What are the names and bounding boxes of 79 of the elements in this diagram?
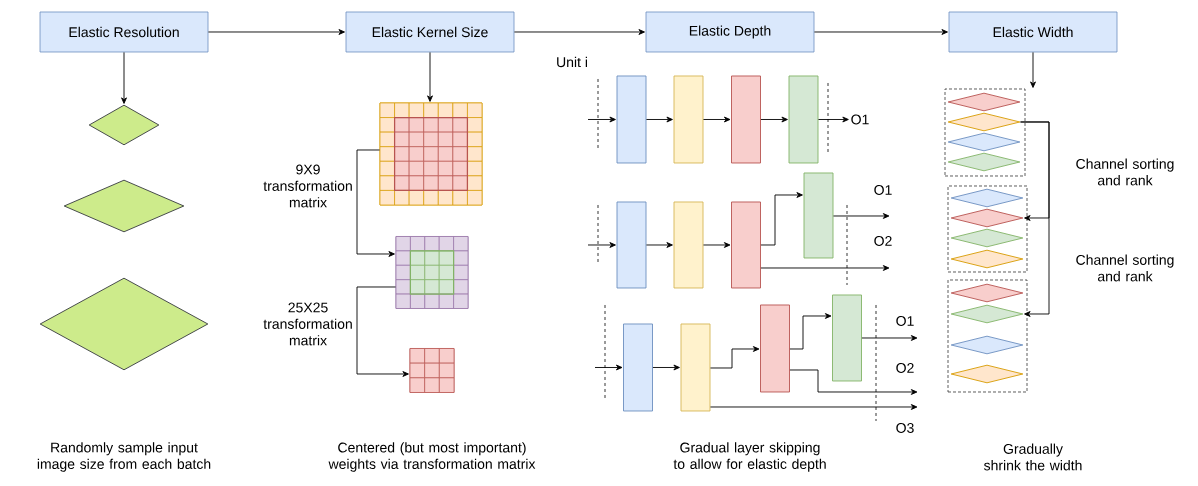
edge-label: 25X25 transformation matrix [263, 302, 352, 346]
arrow [513, 29, 645, 35]
unit-label: Unit i [557, 56, 587, 68]
edge-label: O2 [874, 236, 892, 246]
channel-diamond [947, 132, 1021, 152]
layer-block [673, 75, 704, 164]
image-diamond [39, 277, 209, 371]
caption-text: Centered (but most important) weights via transformation matrix [328, 442, 536, 472]
arrow [1030, 51, 1036, 88]
arrow [760, 116, 788, 123]
output-label: O1 [851, 114, 869, 125]
arrow [356, 286, 409, 377]
channel-diamond [950, 188, 1024, 208]
layer-block [616, 75, 647, 164]
arrow [710, 404, 918, 410]
kernel-grid [379, 102, 483, 206]
caption-text: Gradually shrink the width [984, 443, 1082, 471]
arrow [861, 335, 918, 341]
arrow [427, 51, 433, 102]
stage-box: Elastic Kernel Size [345, 11, 515, 53]
arrow [760, 192, 803, 246]
layer-block [616, 201, 647, 289]
channel-diamond [947, 92, 1021, 112]
arrow [710, 346, 760, 369]
caption-text: Gradual layer skipping to allow for elastic depth [673, 442, 826, 472]
edge-label: O1 [896, 316, 914, 326]
arrow [1020, 121, 1050, 317]
edge-label: Channel sorting and rank [1076, 158, 1174, 186]
edge-label: O2 [896, 363, 914, 373]
arrow [594, 364, 623, 371]
channel-group-box [947, 279, 1028, 393]
arrow [813, 29, 948, 35]
arrow [818, 116, 849, 123]
layer-block [832, 294, 862, 382]
layer-block [803, 172, 834, 259]
kernel-grid [409, 348, 455, 393]
arrow [646, 242, 673, 248]
channel-diamond [950, 208, 1024, 228]
layer-block [788, 75, 819, 164]
arrow [833, 213, 890, 219]
layer-block [731, 75, 761, 164]
arrow [789, 369, 918, 395]
arrow [703, 242, 731, 248]
arrow [121, 51, 127, 104]
layer-block [623, 323, 653, 412]
layer-block [673, 201, 704, 289]
channel-diamond [947, 152, 1021, 172]
stage-box: Elastic Depth [645, 11, 815, 53]
image-diamond [88, 104, 160, 146]
arrow [646, 116, 673, 123]
channel-group-box [947, 185, 1028, 273]
arrow [356, 149, 395, 257]
arrow [789, 313, 832, 350]
arrow [703, 116, 731, 123]
caption-text: Randomly sample input image size from each batch [37, 442, 211, 472]
layer-block [680, 323, 711, 412]
edge-label: 9X9 transformation matrix [263, 164, 352, 208]
channel-diamond [950, 249, 1024, 269]
channel-diamond [950, 304, 1024, 324]
layer-block [760, 304, 790, 393]
stage-box: Elastic Width [948, 11, 1118, 53]
arrow [587, 242, 616, 248]
channel-diamond [950, 335, 1024, 355]
image-diamond [63, 179, 185, 233]
channel-diamond [950, 283, 1024, 303]
kernel-grid [395, 236, 469, 309]
edge-label: O3 [896, 423, 914, 433]
layer-block [731, 201, 761, 289]
channel-diamond [947, 112, 1021, 132]
arrow [587, 116, 616, 123]
edge-label: O1 [874, 185, 892, 195]
arrow [760, 265, 890, 271]
stage-box: Elastic Resolution [39, 11, 209, 53]
channel-diamond [950, 228, 1024, 248]
arrow [207, 29, 345, 35]
arrow [652, 364, 680, 371]
channel-group-box [944, 88, 1026, 177]
edge-label: Channel sorting and rank [1076, 254, 1174, 282]
channel-diamond [950, 364, 1024, 384]
